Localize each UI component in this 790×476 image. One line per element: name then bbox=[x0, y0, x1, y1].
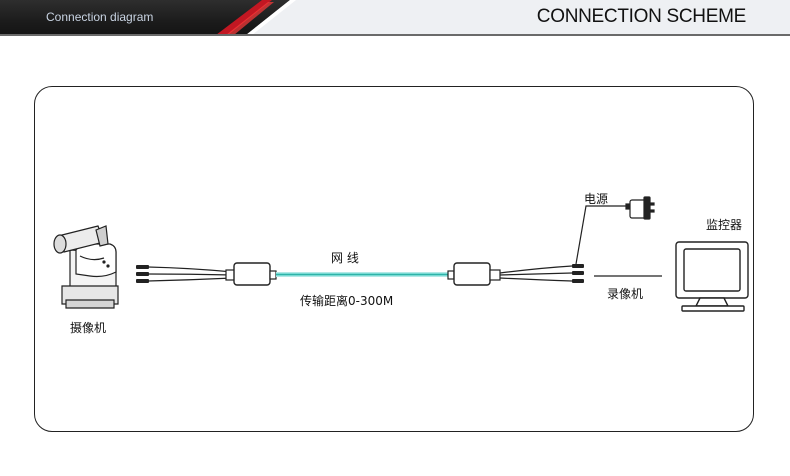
cable-label: 网 线 bbox=[331, 251, 359, 265]
header-right-title: CONNECTION SCHEME bbox=[536, 6, 747, 27]
power-lead bbox=[575, 205, 630, 265]
recorder-label: 录像机 bbox=[607, 287, 644, 301]
camera-label: 摄像机 bbox=[70, 321, 107, 335]
crt-monitor-icon bbox=[675, 241, 749, 312]
header-panel-edge bbox=[246, 0, 296, 35]
right-pigtail-wires bbox=[499, 265, 573, 282]
monitor-label: 监控器 bbox=[706, 218, 743, 232]
red-swoosh bbox=[216, 0, 272, 35]
distance-label: 传输距离0-300M bbox=[300, 294, 394, 308]
network-cable bbox=[276, 272, 454, 277]
header-left-title: Connection diagram bbox=[46, 10, 154, 24]
power-adapter-icon bbox=[625, 196, 655, 220]
balun-transceiver-icon bbox=[225, 262, 277, 286]
header-light-panel bbox=[246, 0, 790, 35]
header-underline bbox=[0, 34, 790, 36]
power-label: 电源 bbox=[584, 192, 609, 206]
left-pigtail-wires bbox=[147, 266, 234, 282]
header-accent-graphic bbox=[216, 0, 790, 35]
ptz-camera-icon bbox=[53, 225, 119, 309]
red-swoosh-highlight bbox=[226, 2, 274, 35]
balun-transceiver-icon bbox=[447, 262, 501, 286]
left-connector-tips bbox=[136, 265, 149, 283]
header-banner: Connection diagram CONNECTION SCHEME bbox=[0, 0, 790, 37]
right-connector-tips bbox=[572, 264, 584, 283]
diagram-frame bbox=[34, 86, 754, 432]
